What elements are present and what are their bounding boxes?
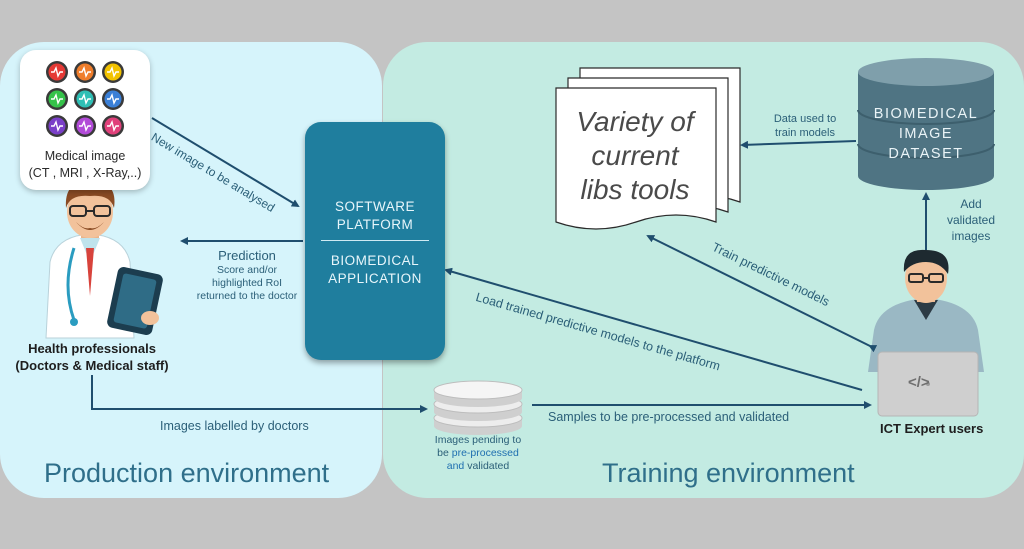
platform-separator bbox=[321, 240, 429, 241]
pulse-monitor-icon bbox=[74, 61, 96, 83]
medical-image-card: Medical image (CT , MRI , X-Ray,..) bbox=[20, 50, 150, 190]
new-image-arrow bbox=[151, 117, 300, 208]
health-professionals-subtitle: (Doctors & Medical staff) bbox=[15, 358, 169, 373]
prediction-title: Prediction bbox=[218, 248, 276, 263]
ict-expert-icon bbox=[868, 249, 984, 417]
platform-platform-text: PLATFORM bbox=[336, 217, 414, 232]
add-validated-line-2: validated bbox=[946, 213, 996, 227]
data-used-line-2: train models bbox=[775, 127, 835, 139]
medical-image-types: (CT , MRI , X-Ray,..) bbox=[28, 166, 142, 180]
ict-expert-label: ICT Expert users bbox=[880, 421, 984, 436]
pending-line-1: Images pending to bbox=[434, 434, 522, 446]
software-platform-box: SOFTWARE PLATFORM BIOMEDICAL APPLICATION bbox=[305, 122, 445, 360]
medical-image-label: Medical image bbox=[44, 149, 126, 163]
samples-label: Samples to be pre-processed and validate… bbox=[548, 410, 790, 424]
add-validated-label: Add validated images bbox=[934, 196, 1008, 244]
platform-software-text: SOFTWARE bbox=[335, 199, 415, 214]
pending-line-2-a: be bbox=[437, 447, 452, 459]
data-used-arrow bbox=[740, 140, 857, 149]
libs-tools-label: Variety of current libs tools bbox=[560, 105, 710, 207]
platform-bottom-label: BIOMEDICAL APPLICATION bbox=[305, 252, 445, 288]
pending-line-3-b: validated bbox=[464, 460, 510, 472]
pending-line-2-b: pre-processed bbox=[451, 447, 519, 459]
pending-images-label: Images pending to be pre-processed and v… bbox=[420, 434, 536, 473]
prediction-line-3: returned to the doctor bbox=[196, 290, 298, 302]
libs-line-3: libs tools bbox=[580, 174, 690, 205]
dataset-database-icon bbox=[857, 58, 995, 190]
prediction-line-2: highlighted RoI bbox=[211, 277, 283, 289]
pending-line-2: be pre-processed bbox=[420, 447, 536, 460]
pulse-monitor-icon bbox=[74, 115, 96, 137]
pending-images-stack-icon bbox=[433, 380, 523, 435]
labelled-images-arrow bbox=[91, 375, 428, 413]
pulse-monitor-icon bbox=[46, 88, 68, 110]
prediction-label: Prediction Score and/or highlighted RoI … bbox=[188, 248, 306, 303]
pulse-monitor-icon bbox=[74, 88, 96, 110]
health-professionals-title: Health professionals bbox=[28, 341, 156, 356]
pending-line-3: and validated bbox=[420, 460, 536, 473]
dataset-line-3: DATASET bbox=[888, 146, 964, 162]
pulse-monitor-icon bbox=[102, 88, 124, 110]
code-icon: </> bbox=[908, 374, 930, 391]
medical-image-icons bbox=[46, 61, 124, 137]
pulse-monitor-icon bbox=[46, 61, 68, 83]
add-validated-line-3: images bbox=[951, 229, 991, 243]
pulse-monitor-icon bbox=[46, 115, 68, 137]
production-environment-title: Production environment bbox=[44, 458, 330, 488]
load-models-arrow bbox=[444, 267, 863, 391]
pulse-monitor-icon bbox=[102, 61, 124, 83]
libs-line-2: current bbox=[591, 140, 679, 171]
dataset-label: BIOMEDICAL IMAGE DATASET bbox=[860, 104, 992, 164]
dataset-line-1: BIOMEDICAL bbox=[873, 106, 979, 122]
train-models-arrow bbox=[646, 235, 878, 353]
dataset-line-2: IMAGE bbox=[898, 126, 954, 142]
training-environment-title: Training environment bbox=[602, 458, 855, 488]
platform-biomedical-text: BIOMEDICAL bbox=[330, 253, 420, 268]
libs-line-1: Variety of bbox=[576, 106, 694, 137]
pulse-monitor-icon bbox=[102, 115, 124, 137]
platform-top-label: SOFTWARE PLATFORM bbox=[305, 198, 445, 234]
data-used-line-1: Data used to bbox=[773, 113, 837, 125]
libs-tools-document-icon bbox=[555, 67, 741, 230]
doctor-icon bbox=[45, 181, 163, 339]
data-used-label: Data used to train models bbox=[760, 112, 850, 140]
platform-application-text: APPLICATION bbox=[328, 271, 422, 286]
labelled-images-label: Images labelled by doctors bbox=[160, 419, 309, 433]
pending-line-3-a: and bbox=[446, 460, 465, 472]
health-professionals-label: Health professionals (Doctors & Medical … bbox=[12, 340, 172, 374]
prediction-line-1: Score and/or bbox=[216, 264, 278, 276]
add-validated-line-1: Add bbox=[960, 197, 982, 211]
